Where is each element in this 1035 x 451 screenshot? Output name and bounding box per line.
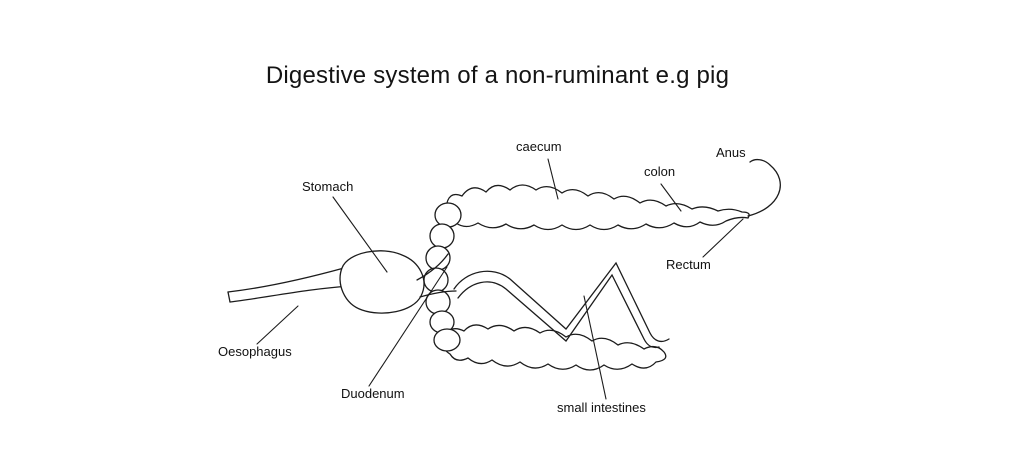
- label-small-intestines: small intestines: [557, 400, 646, 415]
- label-caecum: caecum: [516, 139, 562, 154]
- label-stomach: Stomach: [302, 179, 354, 194]
- oesophagus-tube-shape: [227, 267, 351, 303]
- small-intestines-outer-line: [453, 261, 670, 343]
- label-rectum: Rectum: [666, 257, 711, 272]
- label-duodenum: Duodenum: [341, 386, 405, 401]
- page-title: Digestive system of a non-ruminant e.g p…: [265, 62, 730, 89]
- caecum-leader-line: [547, 158, 559, 200]
- colon-leader-line: [660, 183, 682, 212]
- rectum-leader-line: [702, 218, 744, 258]
- duodenum-tube-shape: [416, 253, 457, 298]
- label-colon: colon: [644, 164, 676, 179]
- caecum-chain-shape: [423, 202, 462, 352]
- colon-tube-shape: [445, 184, 750, 231]
- stomach-leader-line: [332, 196, 388, 273]
- label-anus: Anus: [716, 145, 746, 160]
- duodenum-leader-line: [368, 266, 448, 387]
- anus-curve-shape: [747, 158, 781, 217]
- small-intestines-leader-line: [583, 295, 607, 400]
- label-oesophagus: Oesophagus: [218, 344, 292, 359]
- oesophagus-leader-line: [256, 305, 299, 345]
- lower-intestine-tube-shape: [442, 324, 667, 371]
- small-intestines-inner-line: [457, 273, 660, 349]
- stomach-shape: [339, 250, 425, 314]
